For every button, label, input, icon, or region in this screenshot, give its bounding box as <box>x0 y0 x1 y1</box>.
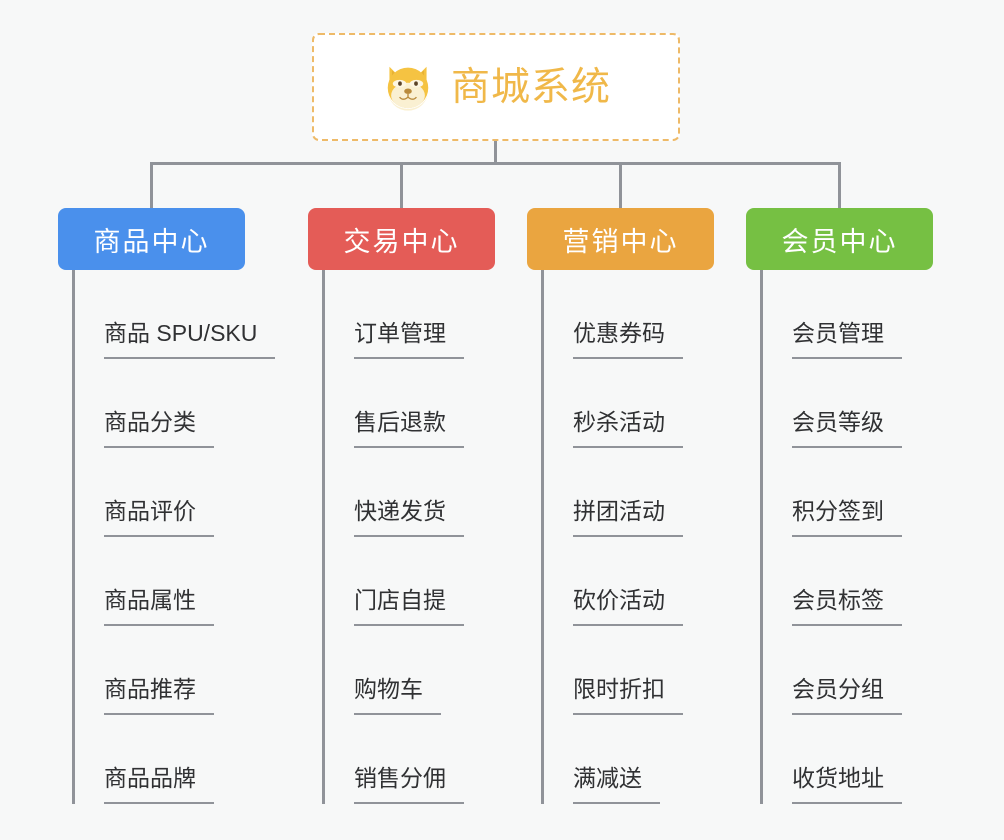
leaf-label: 订单管理 <box>354 320 464 359</box>
column-trunk-line <box>72 270 75 804</box>
list-item[interactable]: 会员分组 <box>746 626 966 715</box>
shiba-dog-face-icon <box>381 60 435 114</box>
leaf-label: 商品分类 <box>104 409 214 448</box>
column-header-label: 会员中心 <box>781 226 898 257</box>
leaf-label: 商品品牌 <box>104 765 214 804</box>
list-item[interactable]: 满减送 <box>527 715 747 804</box>
connector-root-stem <box>494 141 497 165</box>
leaf-label: 砍价活动 <box>573 587 683 626</box>
list-item[interactable]: 秒杀活动 <box>527 359 747 448</box>
root-node[interactable]: 商城系统 <box>312 33 680 141</box>
list-item[interactable]: 砍价活动 <box>527 537 747 626</box>
list-item[interactable]: 积分签到 <box>746 448 966 537</box>
column-header-marketing-center[interactable]: 营销中心 <box>527 208 714 270</box>
list-item[interactable]: 会员管理 <box>746 270 966 359</box>
column-marketing-center: 营销中心 优惠券码 秒杀活动 拼团活动 砍价活动 限时折扣 满减送 <box>527 208 747 804</box>
list-item[interactable]: 会员标签 <box>746 537 966 626</box>
leaf-label: 会员标签 <box>792 587 902 626</box>
list-item[interactable]: 商品推荐 <box>58 626 278 715</box>
column-header-label: 商品中心 <box>93 226 210 257</box>
leaf-label: 积分签到 <box>792 498 902 537</box>
leaf-label: 商品推荐 <box>104 676 214 715</box>
leaf-label: 限时折扣 <box>573 676 683 715</box>
leaf-label: 秒杀活动 <box>573 409 683 448</box>
list-item[interactable]: 快递发货 <box>308 448 528 537</box>
list-item[interactable]: 拼团活动 <box>527 448 747 537</box>
column-header-label: 交易中心 <box>343 226 460 257</box>
column-trade-center: 交易中心 订单管理 售后退款 快递发货 门店自提 购物车 销售分佣 <box>308 208 528 804</box>
column-member-center: 会员中心 会员管理 会员等级 积分签到 会员标签 会员分组 收货地址 <box>746 208 966 804</box>
connector-drop-4 <box>838 162 841 208</box>
list-item[interactable]: 商品分类 <box>58 359 278 448</box>
column-header-trade-center[interactable]: 交易中心 <box>308 208 495 270</box>
column-header-label: 营销中心 <box>562 226 679 257</box>
column-trunk-line <box>541 270 544 804</box>
leaf-list-marketing-center: 优惠券码 秒杀活动 拼团活动 砍价活动 限时折扣 满减送 <box>527 270 747 804</box>
leaf-list-trade-center: 订单管理 售后退款 快递发货 门店自提 购物车 销售分佣 <box>308 270 528 804</box>
list-item[interactable]: 商品 SPU/SKU <box>58 270 278 359</box>
leaf-label: 会员管理 <box>792 320 902 359</box>
column-trunk-line <box>760 270 763 804</box>
leaf-label: 商品属性 <box>104 587 214 626</box>
connector-horizontal-bus <box>150 162 840 165</box>
list-item[interactable]: 商品属性 <box>58 537 278 626</box>
leaf-label: 购物车 <box>354 676 441 715</box>
column-product-center: 商品中心 商品 SPU/SKU 商品分类 商品评价 商品属性 商品推荐 商品品牌 <box>58 208 278 804</box>
list-item[interactable]: 收货地址 <box>746 715 966 804</box>
list-item[interactable]: 商品品牌 <box>58 715 278 804</box>
leaf-label: 会员分组 <box>792 676 902 715</box>
leaf-label: 商品 SPU/SKU <box>104 320 276 359</box>
column-trunk-line <box>322 270 325 804</box>
leaf-label: 满减送 <box>573 765 660 804</box>
list-item[interactable]: 门店自提 <box>308 537 528 626</box>
leaf-label: 收货地址 <box>792 765 902 804</box>
root-title: 商城系统 <box>450 65 611 109</box>
list-item[interactable]: 销售分佣 <box>308 715 528 804</box>
leaf-label: 拼团活动 <box>573 498 683 537</box>
list-item[interactable]: 购物车 <box>308 626 528 715</box>
leaf-list-product-center: 商品 SPU/SKU 商品分类 商品评价 商品属性 商品推荐 商品品牌 <box>58 270 278 804</box>
connector-drop-3 <box>619 162 622 208</box>
list-item[interactable]: 售后退款 <box>308 359 528 448</box>
list-item[interactable]: 限时折扣 <box>527 626 747 715</box>
leaf-label: 销售分佣 <box>354 765 464 804</box>
list-item[interactable]: 商品评价 <box>58 448 278 537</box>
leaf-label: 优惠券码 <box>573 320 683 359</box>
connector-drop-1 <box>150 162 153 208</box>
leaf-list-member-center: 会员管理 会员等级 积分签到 会员标签 会员分组 收货地址 <box>746 270 966 804</box>
column-header-member-center[interactable]: 会员中心 <box>746 208 933 270</box>
column-header-product-center[interactable]: 商品中心 <box>58 208 245 270</box>
connector-drop-2 <box>400 162 403 208</box>
list-item[interactable]: 优惠券码 <box>527 270 747 359</box>
list-item[interactable]: 会员等级 <box>746 359 966 448</box>
list-item[interactable]: 订单管理 <box>308 270 528 359</box>
leaf-label: 快递发货 <box>354 498 464 537</box>
leaf-label: 会员等级 <box>792 409 902 448</box>
leaf-label: 商品评价 <box>104 498 214 537</box>
leaf-label: 门店自提 <box>354 587 464 626</box>
leaf-label: 售后退款 <box>354 409 464 448</box>
